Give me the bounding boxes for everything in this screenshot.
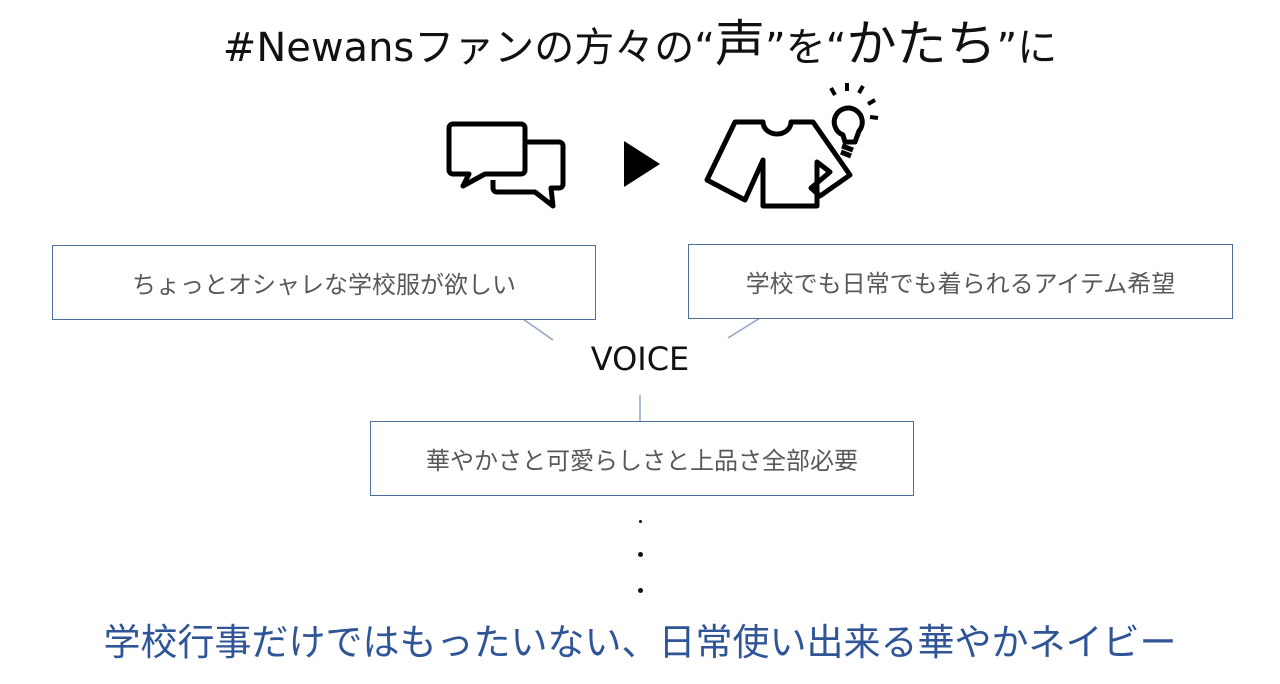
voice-box-2: 学校でも日常でも着られるアイテム希望 [688, 244, 1233, 319]
title-voice-word: 声 [715, 15, 765, 73]
quote: ” [765, 25, 786, 71]
ellipsis-dot [638, 588, 643, 593]
voice-text: 学校でも日常でも着られるアイテム希望 [745, 270, 1176, 298]
conclusion-text: 学校行事だけではもったいない、日常使い出来る華やかネイビー [103, 621, 1177, 664]
title-prefix: #Newansファンの方々の [222, 25, 695, 71]
voice-text: 華やかさと可愛らしさと上品さ全部必要 [426, 447, 858, 475]
voice-label: VOICE [590, 340, 690, 378]
quote: ” [996, 25, 1018, 71]
title-shape-word: かたち [846, 15, 997, 73]
play-arrow-icon [624, 141, 660, 187]
title-particle: を [785, 25, 826, 71]
voice-text: ちょっとオシャレな学校服が欲しい [132, 271, 516, 299]
ellipsis-dot [638, 552, 643, 557]
shirt-with-lightbulb-icon [704, 83, 879, 209]
quote: “ [825, 25, 847, 71]
title-suffix: に [1017, 25, 1058, 71]
quote: “ [694, 25, 715, 71]
ellipsis-dot [639, 520, 642, 523]
voice-box-3: 華やかさと可愛らしさと上品さ全部必要 [370, 421, 914, 496]
page-title: #Newansファンの方々の“声”を“かたち”に [0, 14, 1280, 78]
voice-box-1: ちょっとオシャレな学校服が欲しい [52, 245, 596, 320]
speech-bubbles-icon [446, 121, 566, 209]
